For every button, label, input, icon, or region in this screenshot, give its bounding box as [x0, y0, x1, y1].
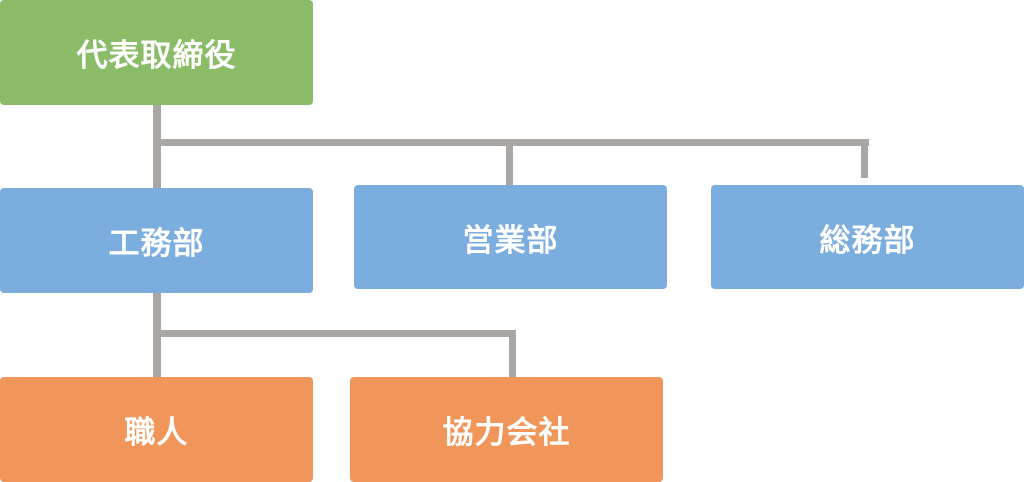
node-construction-dept: 工務部 [0, 188, 313, 293]
node-ceo-label: 代表取締役 [76, 38, 237, 74]
node-ceo: 代表取締役 [0, 0, 313, 105]
node-partner-companies: 協力会社 [350, 377, 663, 482]
node-general-affairs-dept-label: 総務部 [819, 222, 916, 259]
connector-general-affairs-drop [861, 139, 868, 178]
connector-subunits-horizontal [153, 330, 516, 337]
node-partner-companies-label: 協力会社 [442, 415, 571, 451]
connector-partner-drop [509, 330, 516, 378]
node-craftsmen-label: 職人 [124, 415, 189, 451]
node-sales-dept: 営業部 [354, 185, 667, 289]
node-general-affairs-dept: 総務部 [711, 185, 1024, 289]
node-construction-dept-label: 工務部 [108, 226, 205, 262]
connector-sales-drop [506, 139, 513, 185]
node-sales-dept-label: 営業部 [462, 222, 559, 259]
node-craftsmen: 職人 [0, 377, 313, 482]
connector-ceo-vertical [153, 105, 161, 189]
